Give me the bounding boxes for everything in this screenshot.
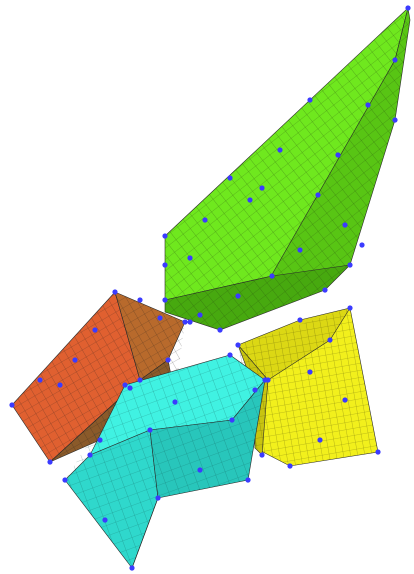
- control-point[interactable]: [375, 449, 381, 455]
- control-point[interactable]: [307, 97, 313, 103]
- control-point[interactable]: [162, 233, 168, 239]
- control-point[interactable]: [37, 377, 43, 383]
- control-point[interactable]: [392, 57, 398, 63]
- control-point[interactable]: [227, 175, 233, 181]
- control-point[interactable]: [405, 5, 411, 11]
- yellow-block-mesh: [238, 308, 378, 466]
- control-points: [9, 5, 411, 571]
- cyan-block-mesh: [65, 355, 265, 568]
- control-point[interactable]: [129, 565, 135, 571]
- control-point[interactable]: [307, 369, 313, 375]
- control-point[interactable]: [72, 357, 78, 363]
- control-point[interactable]: [247, 197, 253, 203]
- control-point[interactable]: [182, 319, 188, 325]
- orange-block-mesh: [12, 292, 185, 462]
- control-point[interactable]: [57, 382, 63, 388]
- control-point[interactable]: [317, 437, 323, 443]
- control-point[interactable]: [172, 399, 178, 405]
- control-point[interactable]: [197, 467, 203, 473]
- control-point[interactable]: [122, 382, 128, 388]
- control-point[interactable]: [187, 319, 193, 325]
- control-point[interactable]: [162, 297, 168, 303]
- control-point[interactable]: [297, 317, 303, 323]
- control-point[interactable]: [342, 222, 348, 228]
- control-point[interactable]: [335, 152, 341, 158]
- control-point[interactable]: [157, 315, 163, 321]
- control-point[interactable]: [227, 352, 233, 358]
- control-point[interactable]: [229, 417, 235, 423]
- control-point[interactable]: [47, 459, 53, 465]
- control-point[interactable]: [347, 305, 353, 311]
- control-point[interactable]: [322, 287, 328, 293]
- control-point[interactable]: [147, 427, 153, 433]
- control-point[interactable]: [259, 452, 265, 458]
- control-point[interactable]: [92, 327, 98, 333]
- control-point[interactable]: [197, 312, 203, 318]
- control-point[interactable]: [137, 297, 143, 303]
- control-point[interactable]: [392, 117, 398, 123]
- cyan-block[interactable]: [64, 354, 266, 569]
- control-point[interactable]: [277, 147, 283, 153]
- control-point[interactable]: [252, 387, 258, 393]
- control-point[interactable]: [235, 342, 241, 348]
- control-point[interactable]: [155, 495, 161, 501]
- control-point[interactable]: [347, 262, 353, 268]
- control-point[interactable]: [259, 185, 265, 191]
- control-point[interactable]: [87, 452, 93, 458]
- control-point[interactable]: [235, 293, 241, 299]
- yellow-block[interactable]: [237, 307, 379, 467]
- control-point[interactable]: [327, 337, 333, 343]
- control-point[interactable]: [97, 437, 103, 443]
- control-point[interactable]: [202, 217, 208, 223]
- control-point[interactable]: [165, 357, 171, 363]
- green-block-mesh: [165, 8, 410, 330]
- control-point[interactable]: [187, 255, 193, 261]
- control-point[interactable]: [287, 463, 293, 469]
- control-point[interactable]: [162, 262, 168, 268]
- control-point[interactable]: [137, 377, 143, 383]
- control-point[interactable]: [102, 517, 108, 523]
- control-point[interactable]: [297, 247, 303, 253]
- control-point[interactable]: [359, 242, 365, 248]
- control-point[interactable]: [245, 477, 251, 483]
- control-point[interactable]: [127, 385, 133, 391]
- green-block[interactable]: [164, 7, 411, 331]
- control-point[interactable]: [217, 327, 223, 333]
- control-point[interactable]: [365, 102, 371, 108]
- control-point[interactable]: [112, 289, 118, 295]
- control-point[interactable]: [9, 402, 15, 408]
- control-point[interactable]: [62, 477, 68, 483]
- control-point[interactable]: [269, 273, 275, 279]
- control-point[interactable]: [342, 397, 348, 403]
- control-point[interactable]: [315, 192, 321, 198]
- control-point[interactable]: [262, 377, 268, 383]
